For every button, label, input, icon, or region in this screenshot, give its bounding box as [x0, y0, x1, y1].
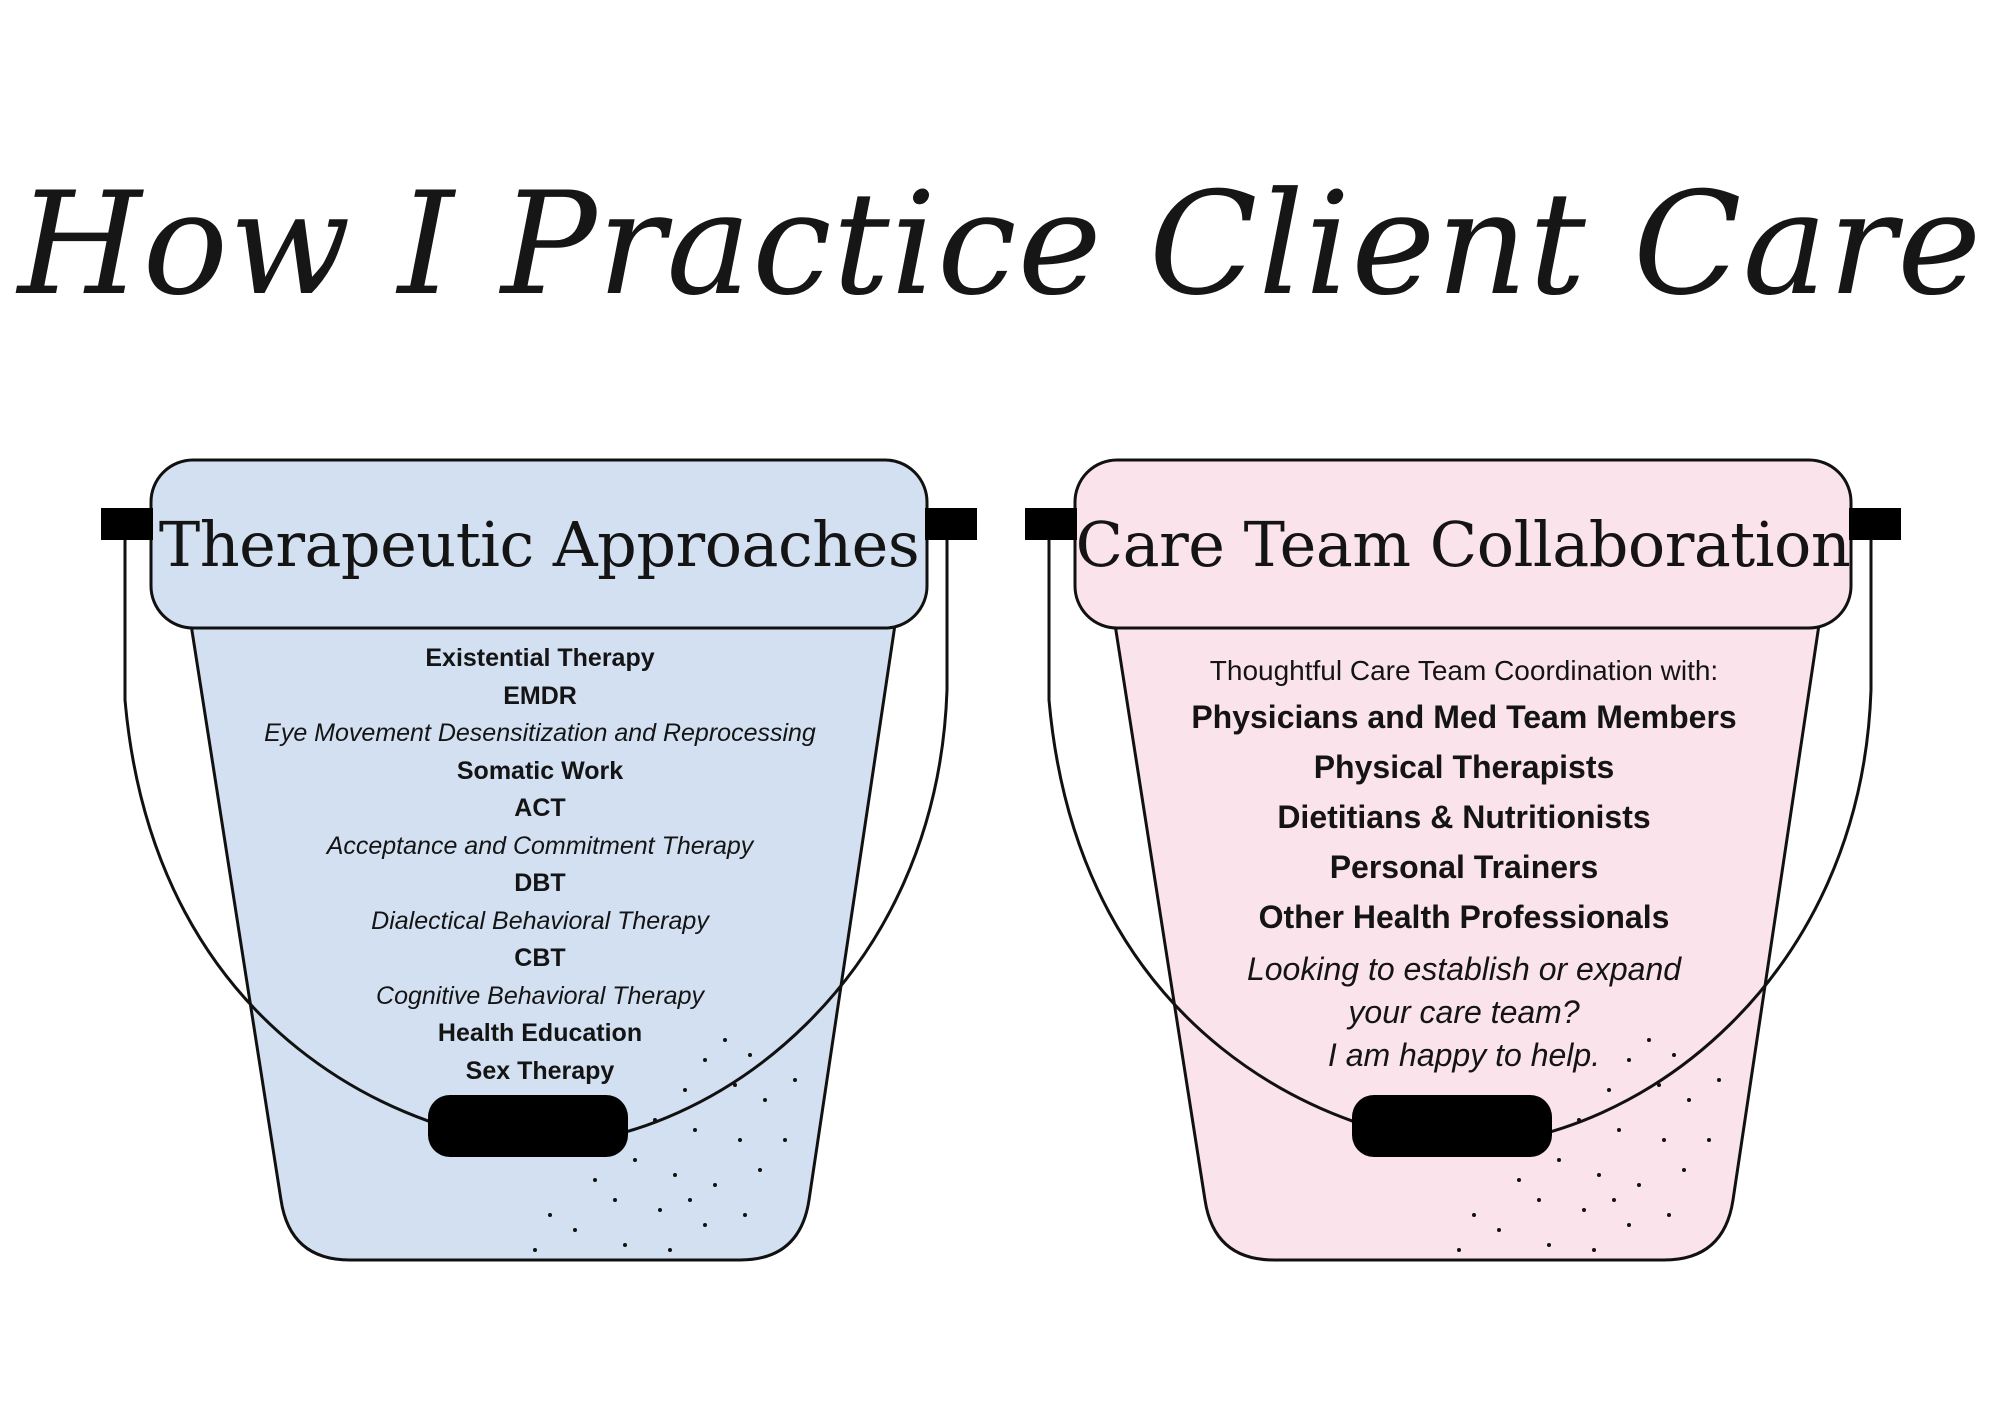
list-item: Somatic Work — [456, 756, 624, 785]
therapeutic-approaches-title: Therapeutic Approaches — [158, 507, 920, 581]
call-to-action: Looking to establish or expand your care… — [1109, 948, 1819, 1077]
bucket-body — [1112, 616, 1822, 1262]
bucket-body — [188, 616, 898, 1262]
list-item: CBT — [514, 944, 566, 972]
list-item: DBT — [514, 869, 566, 897]
care-team-member: Dietitians & Nutritionists — [1277, 799, 1651, 835]
care-team-member: Physical Therapists — [1313, 749, 1615, 785]
bucket-grip — [1352, 1095, 1552, 1157]
care-team-member: Other Health Professionals — [1258, 899, 1670, 935]
list-item: Health Education — [437, 1019, 643, 1047]
speckle-dots — [1457, 1038, 1721, 1252]
cta-line: Looking to establish or expand — [1246, 951, 1682, 987]
care-team-member: Physicians and Med Team Members — [1191, 699, 1737, 735]
list-item: ACT — [514, 794, 566, 822]
list-item: Sex Therapy — [465, 1056, 615, 1085]
handle-lug-left — [1025, 508, 1077, 540]
handle-lug-right — [1849, 508, 1901, 540]
bucket-rim — [1073, 458, 1853, 630]
care-team-collaboration-bucket: Care Team Collaboration Thoughtful Care … — [1019, 440, 1919, 1280]
page-title: How I Practice Client Care — [17, 162, 1983, 327]
handle-lug-left — [101, 508, 153, 540]
list-item: Cognitive Behavioral Therapy — [376, 981, 704, 1010]
list-item: EMDR — [503, 681, 577, 710]
bucket-illustration — [1025, 458, 1901, 1262]
care-team-member: Personal Trainers — [1329, 849, 1599, 885]
list-item: Eye Movement Desensitization and Reproce… — [264, 719, 816, 747]
list-item: Existential Therapy — [425, 644, 655, 672]
cta-line: I am happy to help. — [1327, 1037, 1601, 1073]
list-item: Acceptance and Commitment Therapy — [326, 831, 754, 860]
care-team-intro: Thoughtful Care Team Coordination with: — [1209, 655, 1719, 686]
speckle-dots — [533, 1038, 797, 1252]
cta-line: your care team? — [1348, 994, 1580, 1030]
list-item: Dialectical Behavioral Therapy — [371, 906, 709, 935]
bucket-rim — [149, 458, 929, 630]
bucket-illustration — [101, 458, 977, 1262]
bucket-grip — [428, 1095, 628, 1157]
care-team-collaboration-title: Care Team Collaboration — [1075, 507, 1851, 581]
therapeutic-approaches-list: Existential Therapy EMDR Eye Movement De… — [185, 640, 895, 1090]
therapeutic-approaches-bucket: Therapeutic Approaches Existential Thera… — [95, 440, 995, 1280]
handle-lug-right — [925, 508, 977, 540]
care-team-content: Thoughtful Care Team Coordination with: … — [1109, 650, 1819, 1077]
